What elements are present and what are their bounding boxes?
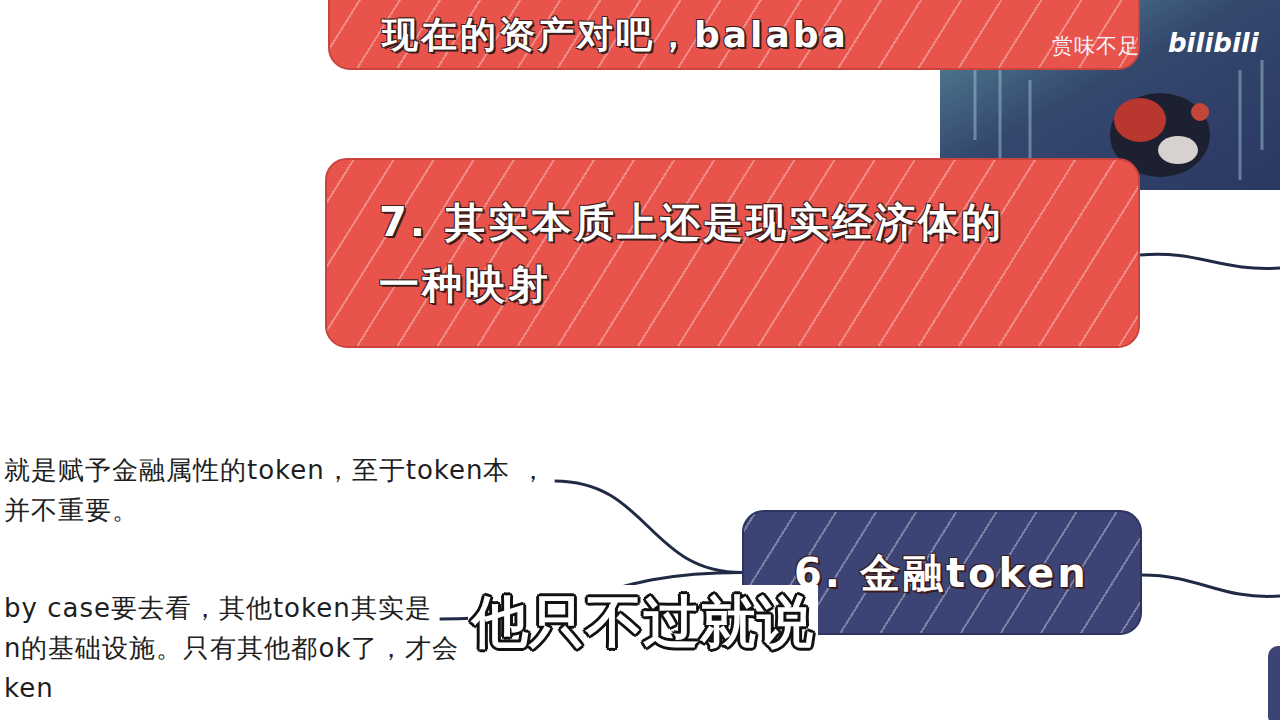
channel-name: 赏味不足 — [1052, 32, 1140, 60]
box-label: 6. 金融token — [794, 542, 1089, 604]
topic-box: 7. 其实本质上还是现实经济体的 一种映射 — [325, 158, 1140, 348]
mindmap-branch — [555, 481, 742, 573]
note-text: 就是赋予金融属性的token，至于token本 ，并不重要。 — [4, 455, 547, 525]
watermark: bilibili — [1168, 28, 1259, 58]
box-label: 现在的资产对吧，balaba — [382, 7, 849, 63]
branch-line — [1142, 575, 1280, 596]
note-text: by case要去看，其他token其实是 n的基础设施。只有其他都ok了，才会… — [4, 593, 459, 703]
node-fragment — [1268, 646, 1280, 720]
note-text: 就是赋予金融属性的token，至于token本 ，并不重要。 — [4, 450, 584, 530]
branch-line — [1140, 254, 1280, 268]
subtitle-caption: 他只不过就说 — [468, 585, 818, 661]
box-label: 7. 其实本质上还是现实经济体的 一种映射 — [379, 191, 1098, 315]
topic-box: 现在的资产对吧，balaba — [328, 0, 1140, 70]
note-text: by case要去看，其他token其实是 n的基础设施。只有其他都ok了，才会… — [4, 588, 494, 708]
